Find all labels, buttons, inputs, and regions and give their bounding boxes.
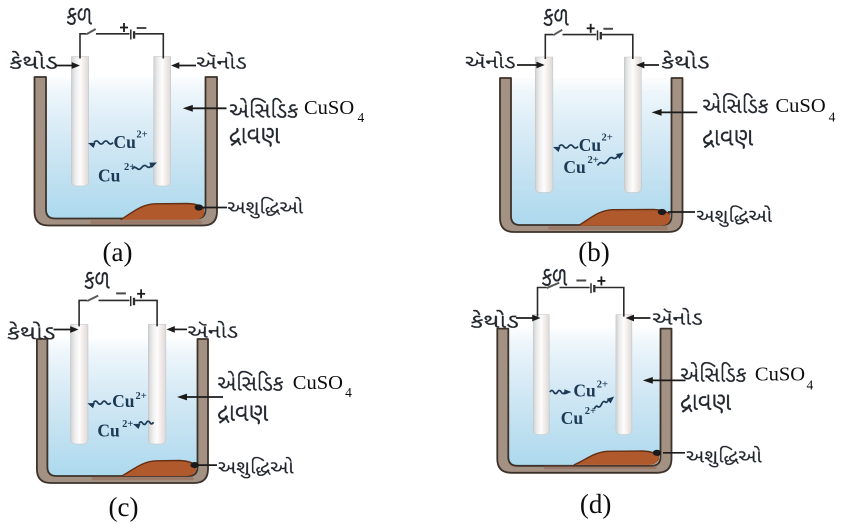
svg-text:(a): (a) — [103, 237, 133, 267]
svg-text:(b): (b) — [578, 237, 609, 267]
svg-text:Cu: Cu — [579, 135, 602, 155]
svg-text:CuSO: CuSO — [755, 364, 805, 386]
svg-text:2+: 2+ — [136, 130, 147, 141]
svg-text:CuSO: CuSO — [304, 97, 354, 119]
svg-text:Cu: Cu — [563, 157, 586, 177]
svg-text:CuSO: CuSO — [293, 372, 343, 394]
svg-text:4: 4 — [345, 385, 352, 400]
svg-text:4: 4 — [829, 109, 836, 124]
svg-text:4: 4 — [358, 110, 365, 125]
svg-text:2+: 2+ — [602, 132, 613, 143]
svg-text:2+: 2+ — [585, 406, 596, 417]
svg-text:Cu: Cu — [114, 132, 137, 152]
svg-text:Cu: Cu — [112, 391, 135, 411]
svg-text:Cu: Cu — [561, 408, 584, 428]
svg-text:2+: 2+ — [124, 162, 135, 173]
svg-text:(d): (d) — [580, 489, 611, 519]
svg-text:4: 4 — [807, 378, 814, 393]
svg-text:2+: 2+ — [597, 379, 608, 390]
svg-text:Cu: Cu — [98, 166, 121, 186]
svg-text:2+: 2+ — [136, 391, 147, 402]
svg-text:2+: 2+ — [588, 155, 599, 166]
svg-text:(c): (c) — [109, 492, 139, 522]
svg-text:CuSO: CuSO — [776, 95, 826, 117]
svg-text:Cu: Cu — [97, 421, 120, 441]
svg-text:2+: 2+ — [122, 419, 133, 430]
svg-text:Cu: Cu — [573, 381, 596, 401]
